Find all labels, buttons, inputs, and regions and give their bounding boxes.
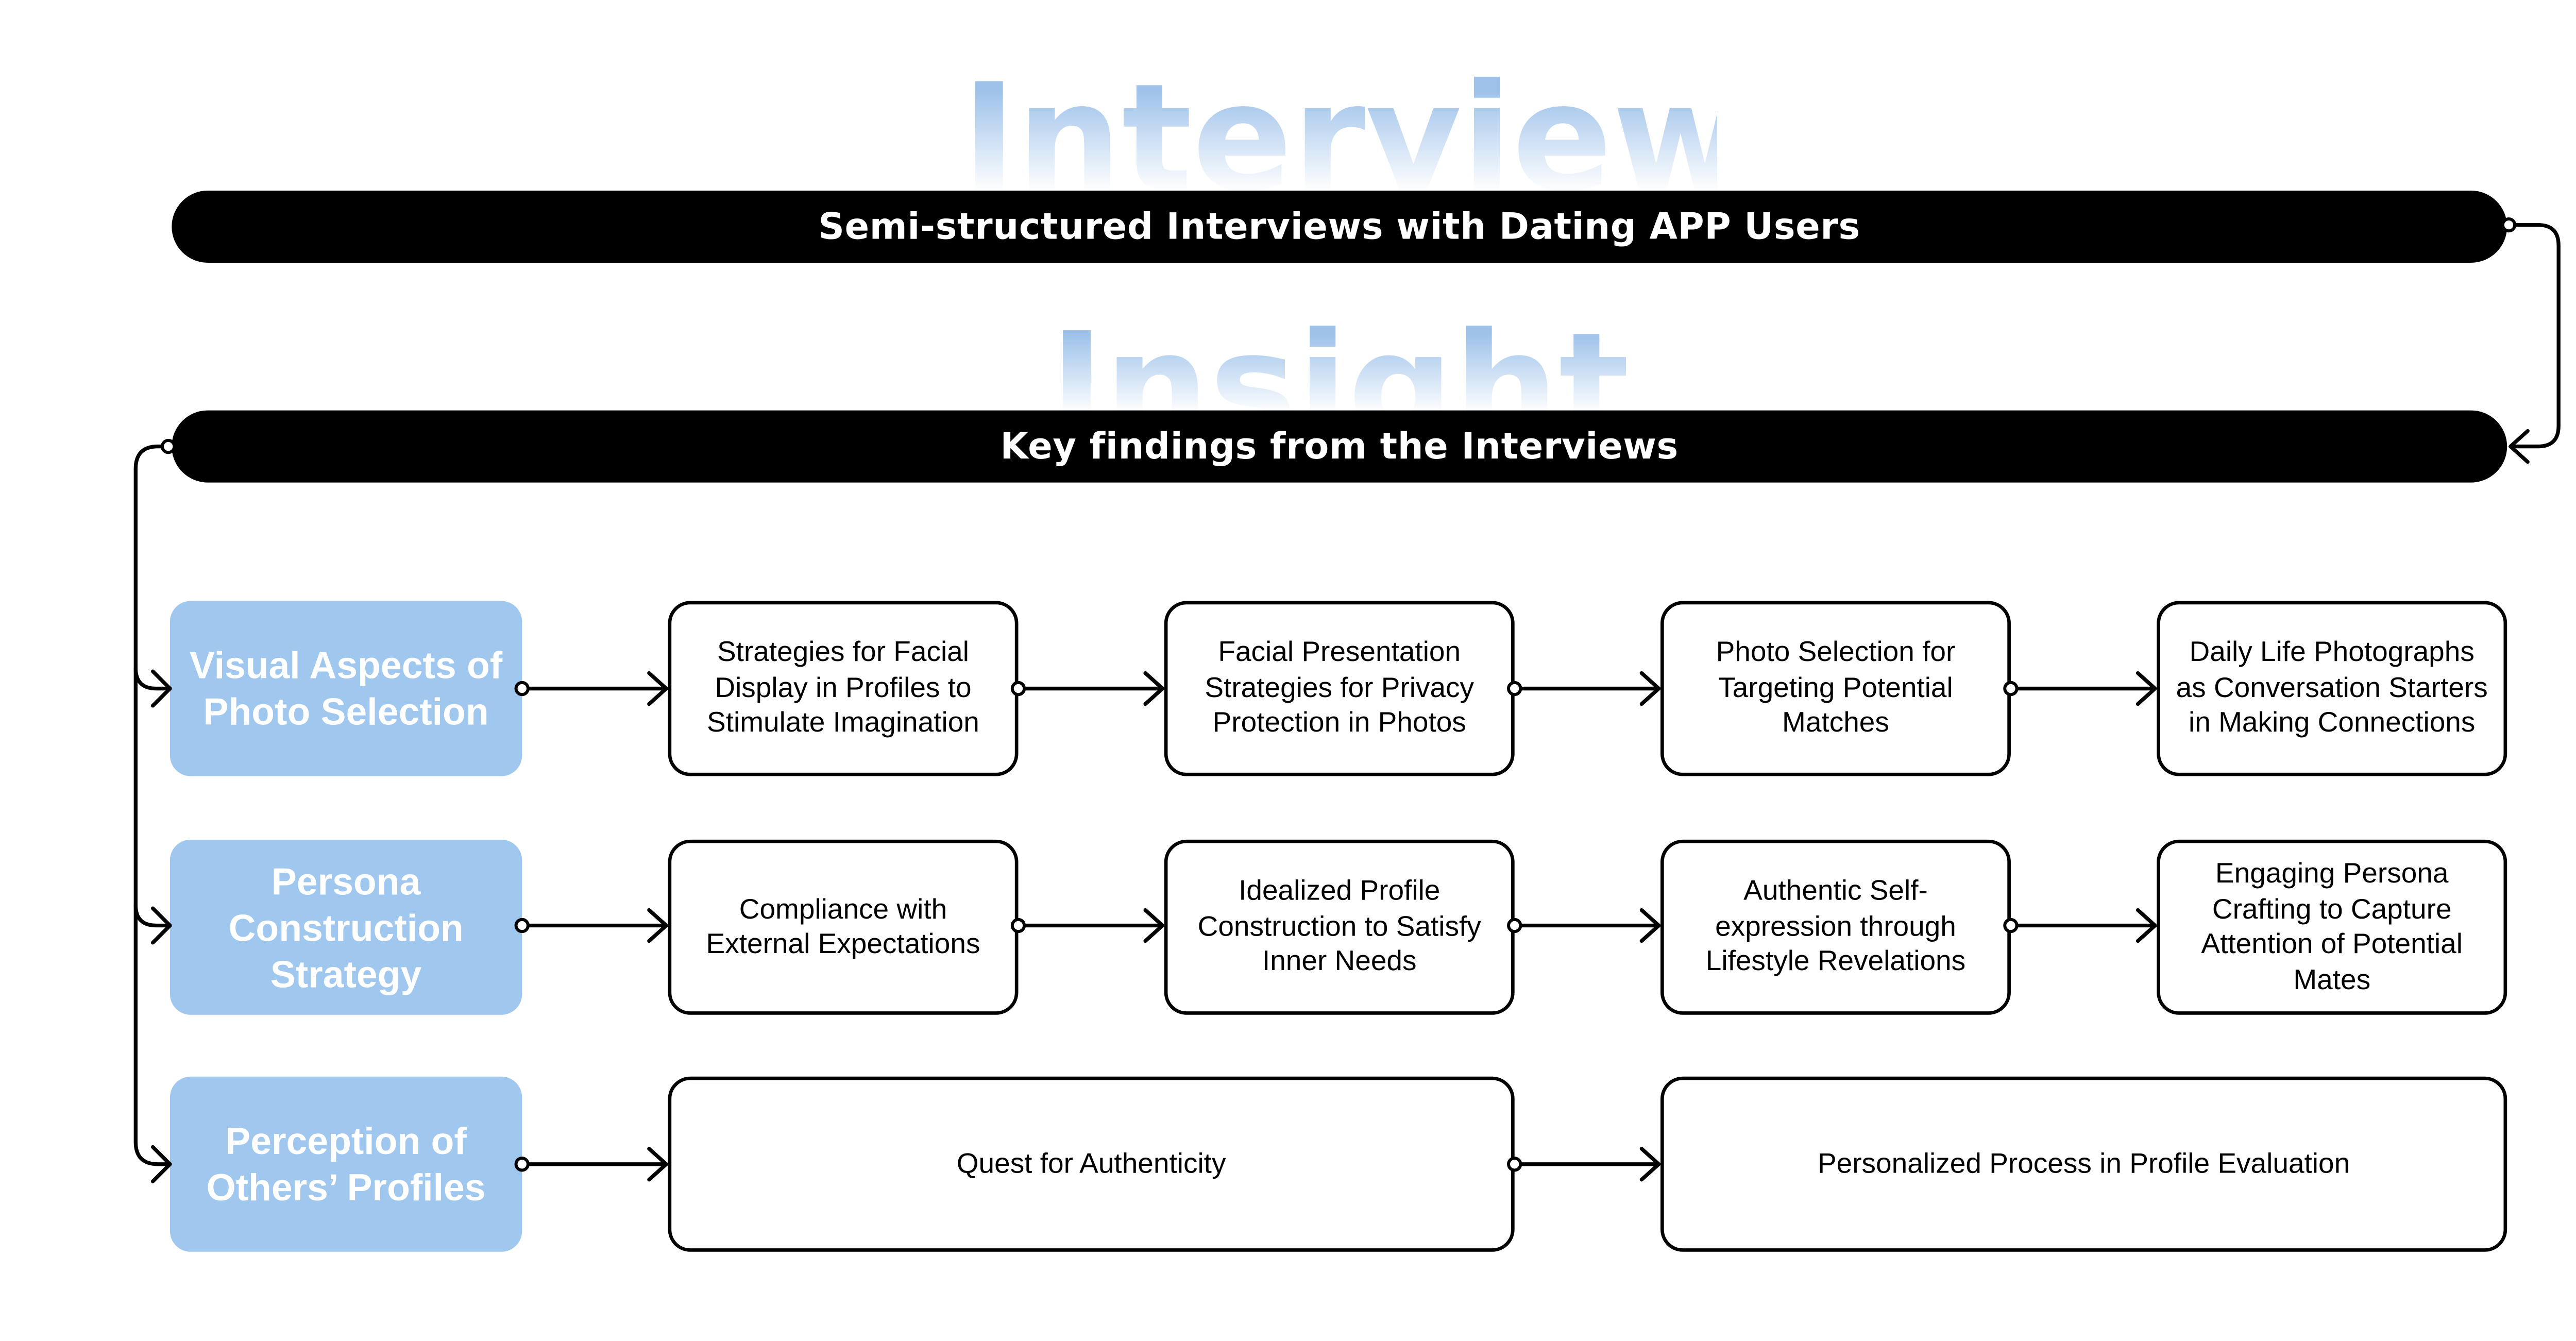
connector-dot (1507, 1157, 1522, 1172)
finding-box: Strategies for Facial Display in Profile… (668, 601, 1019, 776)
connector-dot (1507, 681, 1522, 697)
row-arrow (1513, 908, 1661, 943)
key-findings-bar-label: Key findings from the Interviews (1000, 426, 1679, 467)
connector-dot (1507, 918, 1522, 933)
row-arrow (520, 671, 668, 706)
connector-dot (1010, 918, 1026, 933)
interviews-bar: Semi-structured Interviews with Dating A… (172, 190, 2507, 263)
connector-dot (2501, 217, 2517, 233)
key-findings-bar: Key findings from the Interviews (172, 410, 2507, 483)
row-arrow (2009, 671, 2157, 706)
arrowhead-left (150, 1145, 172, 1183)
connector-dot (514, 918, 530, 933)
finding-box: Facial Presentation Strategies for Priva… (1164, 601, 1515, 776)
connector-dot (2003, 918, 2019, 933)
connector-dot (160, 438, 176, 454)
finding-box-wide: Personalized Process in Profile Evaluati… (1660, 1076, 2507, 1252)
category-perception-profiles: Perception of Others’ Profiles (170, 1076, 522, 1252)
branch-connector (133, 666, 172, 691)
category-persona-construction: Persona Construction Strategy (170, 839, 522, 1015)
interviews-bar-label: Semi-structured Interviews with Dating A… (818, 206, 1860, 247)
branch-connector (133, 903, 172, 928)
finding-box: Daily Life Photographs as Conversation S… (2157, 601, 2507, 776)
row-arrow (1016, 671, 1165, 706)
insight-watermark: Insight (1049, 314, 1630, 414)
arrowhead-right-loop (2509, 429, 2530, 464)
category-visual-aspects: Visual Aspects of Photo Selection (170, 601, 522, 776)
finding-box: Authentic Self-expression through Lifest… (1660, 839, 2011, 1015)
connector-dot (1010, 681, 1026, 697)
connector-dot (514, 681, 530, 697)
finding-box-wide: Quest for Authenticity (668, 1076, 1515, 1252)
row-arrow (1513, 671, 1661, 706)
interview-watermark: Interview (961, 65, 1717, 193)
connector-dot (514, 1157, 530, 1172)
arrowhead-left (150, 906, 172, 945)
finding-box: Compliance with External Expectations (668, 839, 1019, 1015)
row-arrow (2009, 908, 2157, 943)
row-arrow (520, 1147, 668, 1182)
loop-connector-right (2509, 223, 2561, 449)
connector-dot (2003, 681, 2019, 697)
row-arrow (1513, 1147, 1661, 1182)
arrowhead-left (150, 669, 172, 708)
finding-box: Idealized Profile Construction to Satisf… (1164, 839, 1515, 1015)
row-arrow (1016, 908, 1165, 943)
row-arrow (520, 908, 668, 943)
finding-box: Engaging Persona Crafting to Capture Att… (2157, 839, 2507, 1015)
finding-box: Photo Selection for Targeting Potential … (1660, 601, 2011, 776)
trunk-connector-left (133, 444, 172, 1166)
